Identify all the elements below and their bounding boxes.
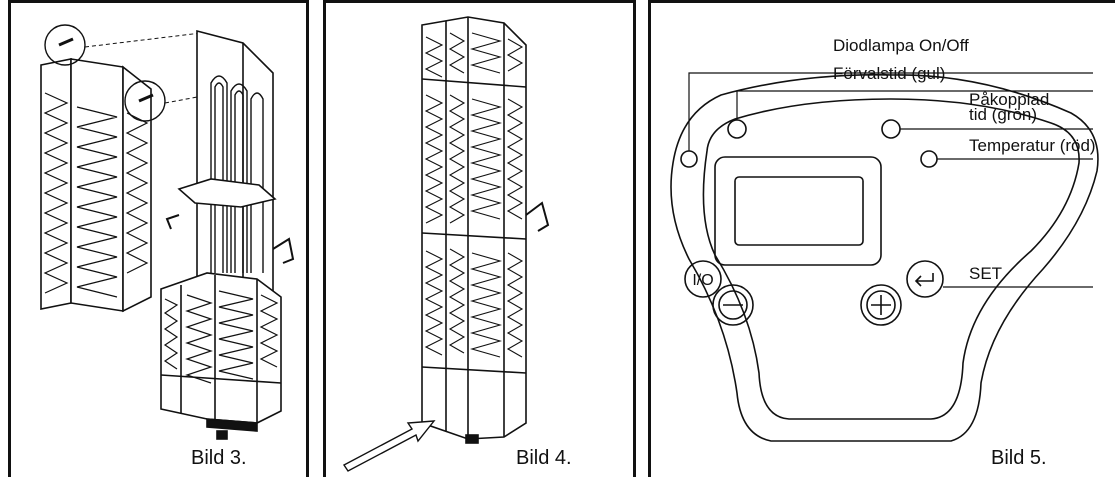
figure-caption: Bild 3. — [191, 447, 247, 469]
label-temperature: Temperatur (röd) — [969, 136, 1096, 155]
figure-panel-bild-4: Bild 4. — [323, 0, 636, 477]
figure-caption: Bild 4. — [516, 447, 572, 469]
heater-disassembly-drawing — [40, 24, 295, 440]
power-button-label: I/O — [692, 272, 713, 289]
figure-caption: Bild 5. — [991, 447, 1047, 469]
label-connected-time-line1: Påkopplad — [969, 90, 1050, 109]
label-set: SET — [969, 264, 1003, 283]
label-diode-lamp: Diodlampa On/Off — [833, 36, 969, 55]
heater-assembled-drawing — [342, 16, 550, 472]
label-connected-time-line2: tid (grön) — [969, 105, 1038, 124]
control-panel-drawing: I/O — [670, 72, 1099, 442]
label-preset-time: Förvalstid (gul) — [833, 64, 946, 83]
figure-panel-bild-3: Bild 3. — [8, 0, 309, 477]
figure-panel-bild-5: I/O Diodlampa On/Off Förvalstid (gul) På… — [648, 0, 1115, 477]
